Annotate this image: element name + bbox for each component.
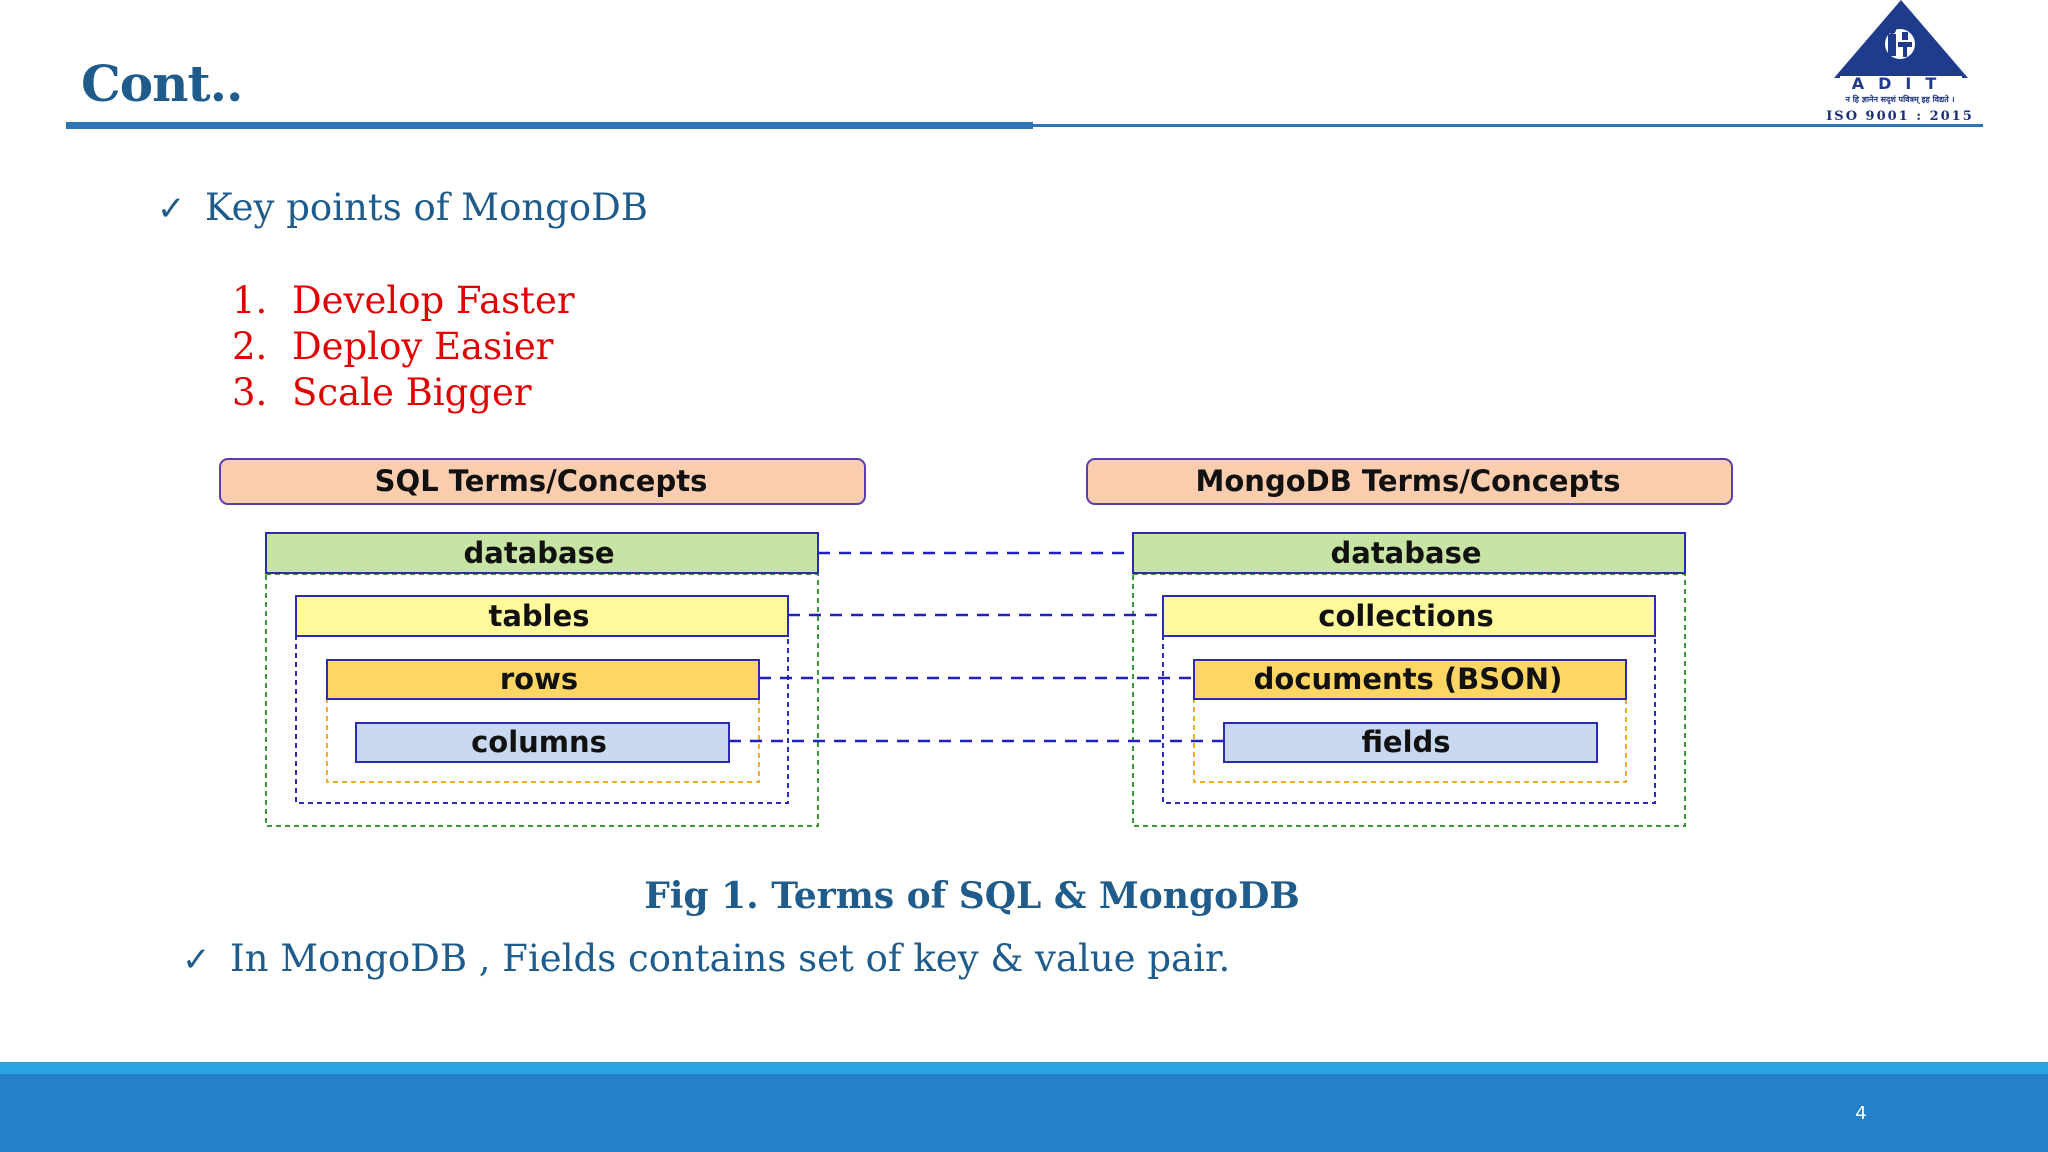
list-number: 2. [232, 325, 268, 368]
sql-rows-box [326, 659, 760, 700]
mongo-collections-box [1162, 595, 1656, 637]
mongo-database-scope [1132, 573, 1686, 827]
sql-rows-label: rows [500, 662, 578, 696]
sql-columns-box [355, 722, 730, 763]
title-underline-thin [1033, 124, 1983, 127]
logo-iso: ISO 9001 : 2015 [1826, 109, 1974, 124]
bullet-text: In MongoDB , Fields contains set of key … [230, 937, 1231, 980]
sql-tables-label: tables [488, 599, 589, 633]
bullet-key-points: ✓ Key points of MongoDB [157, 186, 648, 229]
bullet-fields: ✓ In MongoDB , Fields contains set of key… [182, 937, 1230, 980]
list-number: 3. [232, 371, 268, 414]
mongo-database-box [1132, 532, 1686, 574]
page-number: 4 [1855, 1103, 1867, 1124]
adit-logo: ADIT [1834, 0, 1968, 93]
sql-header-label: SQL Terms/Concepts [375, 464, 708, 498]
bullet-text: Key points of MongoDB [205, 186, 648, 229]
logo-wordmark: ADIT [1852, 74, 1951, 93]
list-item: 1. Develop Faster [232, 278, 575, 324]
checkmark-icon: ✓ [182, 940, 211, 980]
figure-caption: Fig 1. Terms of SQL & MongoDB [644, 875, 1300, 917]
list-item: 3. Scale Bigger [232, 370, 575, 416]
mongo-header-box [1086, 458, 1733, 505]
list-text: Scale Bigger [292, 371, 532, 414]
mongo-header-label: MongoDB Terms/Concepts [1196, 464, 1621, 498]
list-item: 2. Deploy Easier [232, 324, 575, 370]
sql-database-scope [265, 573, 819, 827]
sql-header-box [219, 458, 866, 505]
checkmark-icon: ✓ [157, 189, 186, 229]
slide-title: Cont.. [81, 54, 243, 113]
title-underline-thick [66, 122, 1033, 129]
list-text: Deploy Easier [292, 325, 554, 368]
mongo-database-label: database [1330, 536, 1481, 570]
mongo-fields-label: fields [1361, 725, 1450, 759]
key-points-list: 1. Develop Faster 2. Deploy Easier 3. Scale… [232, 278, 575, 416]
list-text: Develop Faster [292, 279, 575, 322]
list-number: 1. [232, 279, 268, 322]
mongo-documents-label: documents (BSON) [1254, 662, 1563, 696]
sql-database-label: database [463, 536, 614, 570]
footer-accent-bar [0, 1062, 2048, 1074]
footer-bar [0, 1074, 2048, 1152]
logo-tagline: न हि ज्ञानेन सदृशं पवित्रम् इह विद्यते । [1845, 94, 1955, 104]
mongo-documents-box [1193, 659, 1627, 700]
mongo-fields-box [1223, 722, 1598, 763]
sql-database-box [265, 532, 819, 574]
sql-columns-label: columns [471, 725, 607, 759]
sql-tables-box [295, 595, 789, 637]
mongo-collections-label: collections [1318, 599, 1494, 633]
